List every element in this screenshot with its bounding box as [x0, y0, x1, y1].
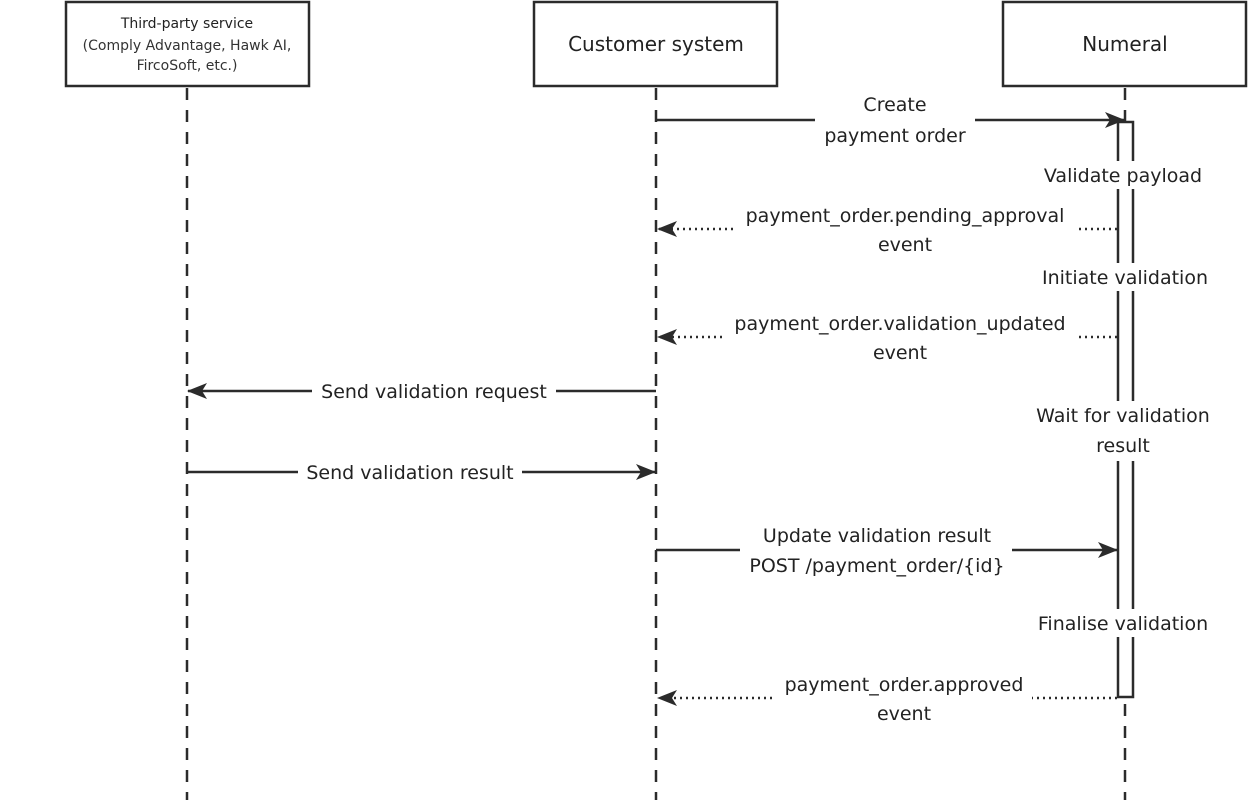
numeral-title: Numeral [1082, 32, 1167, 56]
customer-system-title: Customer system [568, 32, 744, 56]
validation-updated-label-line1: payment_order.validation_updated [734, 313, 1065, 335]
message-approved-event: payment_order.approved event [657, 674, 1117, 725]
note-initiate-validation: Initiate validation [1042, 267, 1208, 289]
approved-label-line2: event [877, 703, 931, 725]
participant-customer-system: Customer system [532, 0, 779, 88]
validation-updated-label-line2: event [873, 342, 927, 364]
note-validate-payload: Validate payload [1044, 165, 1202, 187]
pending-approval-label-line2: event [878, 234, 932, 256]
create-label-line1: Create [863, 94, 926, 116]
message-send-validation-request: Send validation request [187, 381, 656, 403]
message-create-payment-order: Create payment order [656, 94, 1125, 147]
third-party-subtitle-line2: FircoSoft, etc.) [137, 58, 238, 74]
message-validation-updated-event: payment_order.validation_updated event [657, 313, 1117, 364]
message-send-validation-result: Send validation result [187, 462, 656, 484]
note-finalise-validation: Finalise validation [1038, 613, 1208, 635]
third-party-subtitle-line1: (Comply Advantage, Hawk AI, [83, 38, 292, 54]
pending-approval-label-line1: payment_order.pending_approval [746, 205, 1065, 227]
note-wait-line1: Wait for validation [1036, 405, 1210, 427]
third-party-title: Third-party service [120, 16, 253, 32]
approved-label-line1: payment_order.approved [785, 674, 1024, 696]
update-result-label-line2: POST /payment_order/{id} [749, 555, 1004, 577]
send-request-label: Send validation request [321, 381, 547, 403]
send-result-label: Send validation result [306, 462, 513, 484]
create-label-line2: payment order [824, 125, 966, 147]
update-result-label-line1: Update validation result [763, 525, 991, 547]
message-pending-approval-event: payment_order.pending_approval event [657, 205, 1117, 256]
participant-third-party: Third-party service (Comply Advantage, H… [64, 0, 311, 88]
note-wait-line2: result [1096, 435, 1150, 457]
message-update-validation-result: Update validation result POST /payment_o… [656, 525, 1118, 577]
participant-numeral: Numeral [1001, 0, 1248, 88]
